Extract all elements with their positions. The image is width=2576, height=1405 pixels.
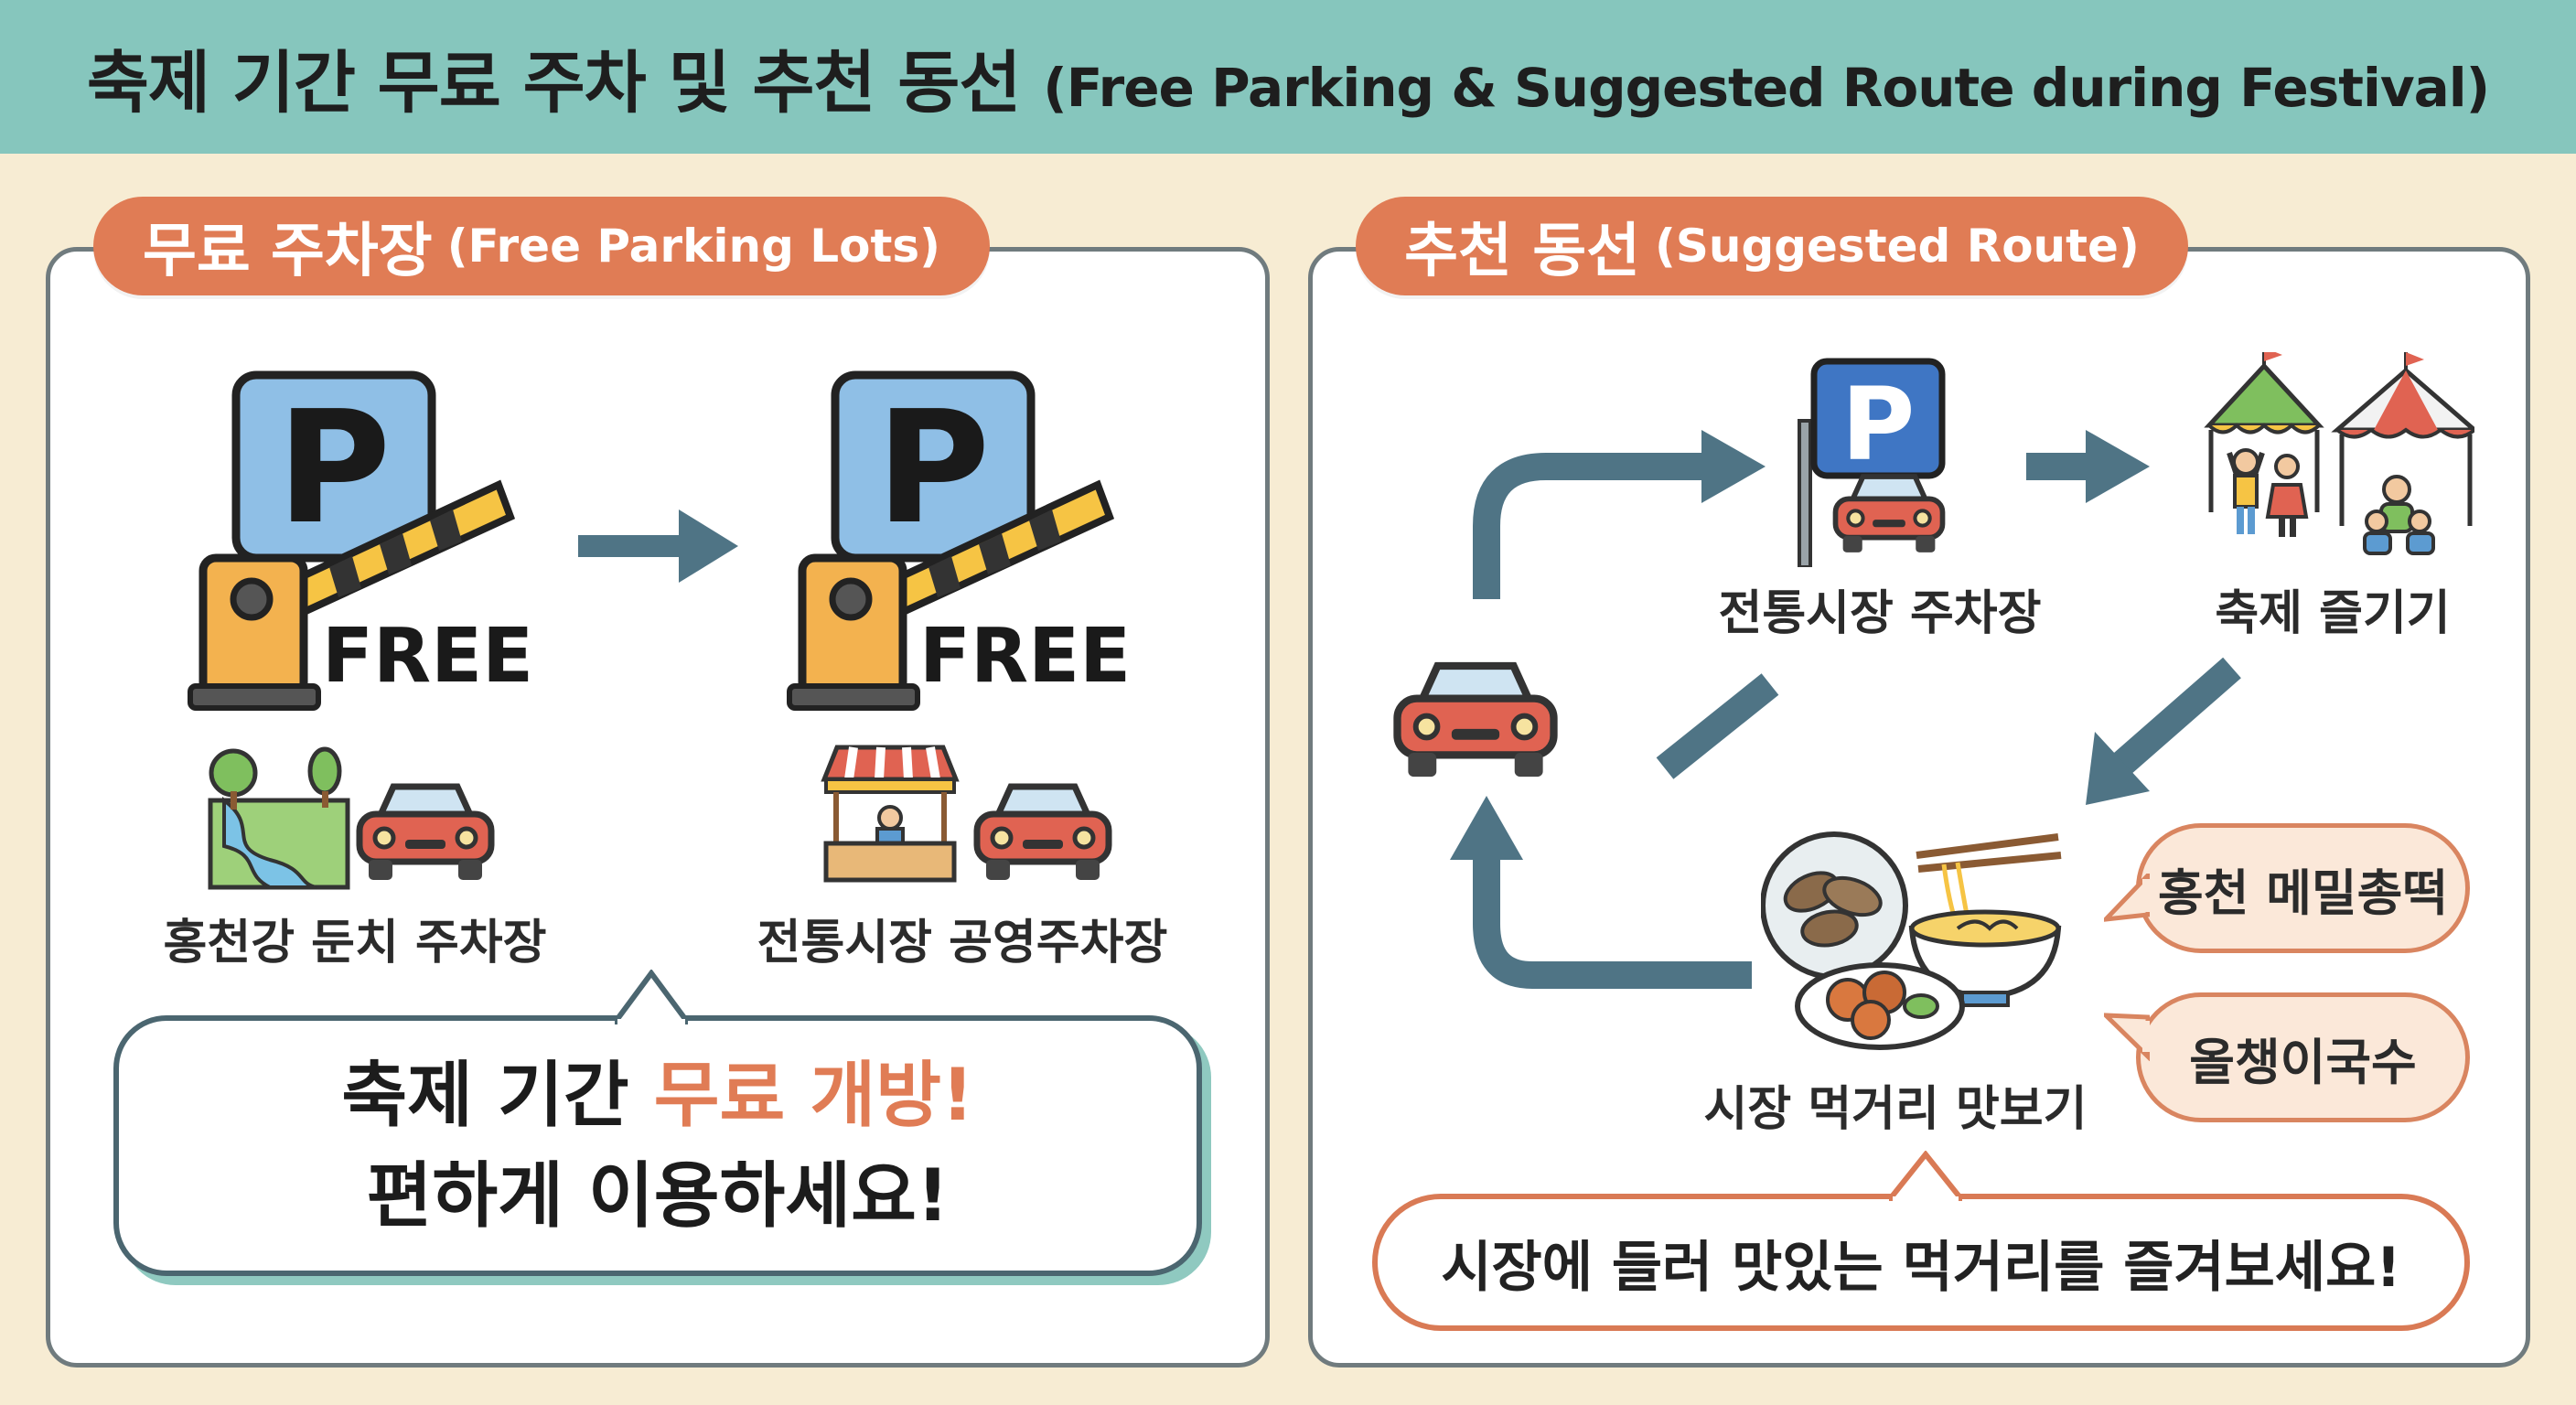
svg-text:P: P: [277, 378, 392, 559]
arrow-head-3: [1450, 796, 1523, 860]
food-bubble-tadpole-noodles: 올챙이국수: [2136, 992, 2470, 1122]
start-car-icon: [1393, 661, 1558, 778]
suggested-route-tab-en: (Suggested Route): [1654, 220, 2140, 273]
car-icon-1: [356, 783, 495, 880]
free-open-callout: 축제 기간 무료 개방! 편하게 이용하세요!: [113, 1015, 1202, 1276]
route-step-festival: 축제 즐기기: [2215, 586, 2451, 641]
svg-text:P: P: [1841, 366, 1916, 483]
free-parking-barrier-icon: P: [188, 370, 516, 711]
callout-highlight: 무료 개방!: [653, 1054, 974, 1137]
callout-line-1: 축제 기간 무료 개방!: [341, 1046, 973, 1146]
market-visit-message-text: 시장에 들러 맛있는 먹거리를 즐겨보세요!: [1441, 1235, 2401, 1300]
food-bubble-buckwheat-crepe: 홍천 메밀총떡: [2136, 823, 2470, 953]
arrow-head-1: [1701, 430, 1766, 503]
river-park-icon: [208, 746, 350, 890]
car-icon-2: [973, 783, 1112, 880]
arrow-head-4: [2086, 732, 2150, 805]
arrow-right-icon: [578, 509, 738, 583]
festival-tent-icon: [2204, 352, 2474, 555]
free-badge-2: FREE: [919, 613, 1132, 700]
market-stall-icon: [821, 745, 960, 883]
route-arrows: [1450, 430, 2241, 989]
route-step-market-food: 시장 먹거리 맛보기: [1703, 1082, 2088, 1137]
suggested-route-tab-ko: 추천 동선: [1404, 218, 1640, 285]
suggested-route-tab: 추천 동선 (Suggested Route): [1356, 197, 2188, 295]
callout-line-2: 편하게 이용하세요!: [366, 1154, 950, 1238]
page-title-ko: 축제 기간 무료 주차 및 추천 동선: [86, 43, 1022, 123]
market-parking-car-icon: [1832, 474, 1946, 552]
message-tail: [1889, 1151, 1962, 1201]
bubble-tail-1: [2104, 874, 2150, 922]
page-title: 축제 기간 무료 주차 및 추천 동선 (Free Parking & Sugg…: [86, 28, 2490, 126]
free-parking-tab: 무료 주차장 (Free Parking Lots): [93, 197, 990, 295]
market-visit-message: 시장에 들러 맛있는 먹거리를 즐겨보세요!: [1372, 1194, 2470, 1331]
bubble-tail-2: [2104, 1013, 2150, 1061]
free-badge-1: FREE: [322, 613, 534, 700]
lot-name-2: 전통시장 공영주차장: [757, 916, 1168, 971]
arrow-head-2: [2086, 430, 2150, 503]
free-parking-barrier-icon-2: P: [787, 370, 1115, 711]
page-title-en: (Free Parking & Suggested Route during F…: [1043, 56, 2490, 119]
header-banner: 축제 기간 무료 주차 및 추천 동선 (Free Parking & Sugg…: [0, 0, 2576, 154]
callout-line-1-prefix: 축제 기간: [341, 1054, 654, 1137]
free-parking-tab-en: (Free Parking Lots): [446, 220, 940, 273]
market-food-icon: [1761, 831, 2062, 1050]
free-parking-tab-ko: 무료 주차장: [143, 218, 433, 285]
route-step-market-parking: 전통시장 주차장: [1718, 586, 2042, 641]
lot-name-1: 홍천강 둔치 주차장: [163, 916, 547, 971]
callout-tail: [615, 970, 688, 1024]
svg-text:P: P: [876, 378, 991, 559]
